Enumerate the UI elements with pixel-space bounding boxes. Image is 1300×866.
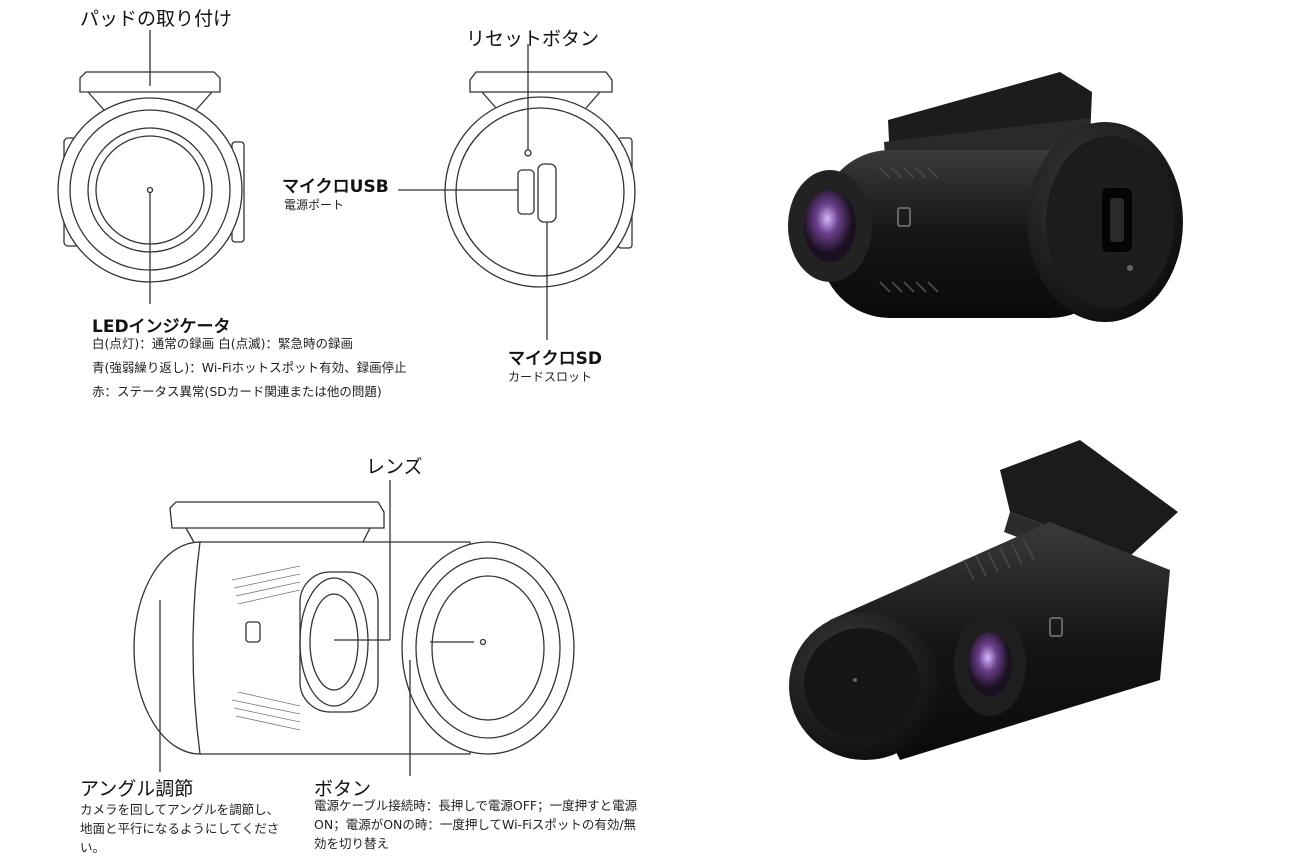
reset-button-label: リセットボタン <box>466 28 600 50</box>
micro-usb-title: マイクロUSB <box>282 177 389 197</box>
side-view-drawing <box>133 480 575 776</box>
led-line: 赤：ステータス異常(SDカード関連または他の問題) <box>92 384 382 399</box>
led-line: 白(点灯)：通常の録画 白(点滅)：緊急時の録画 <box>92 336 353 351</box>
angle-adjust-title: アングル調節 <box>80 778 194 800</box>
back-view-drawing <box>398 44 636 340</box>
button-title: ボタン <box>314 778 372 800</box>
front-view-drawing <box>57 30 245 304</box>
micro-sd-title: マイクロSD <box>508 349 603 369</box>
micro-usb-sub: 電源ポート <box>284 198 345 212</box>
led-indicator-desc: 白(点灯)：通常の録画 白(点滅)：緊急時の録画 青(強弱繰り返し)：Wi-Fi… <box>92 332 407 404</box>
pad-mount-label: パッドの取り付け <box>80 8 233 30</box>
lens-label: レンズ <box>366 456 423 478</box>
led-line: 青(強弱繰り返し)：Wi-Fiホットスポット有効、録画停止 <box>92 360 407 375</box>
button-desc: 電源ケーブル接続時：長押しで電源OFF；一度押すと電源ON；電源がONの時：一度… <box>314 798 638 851</box>
angle-adjust-desc: カメラを回してアングルを調節し、地面と平行になるようにしてください。 <box>80 802 280 855</box>
led-indicator-title: LEDインジケータ <box>92 317 231 337</box>
micro-sd-sub: カードスロット <box>508 370 593 384</box>
